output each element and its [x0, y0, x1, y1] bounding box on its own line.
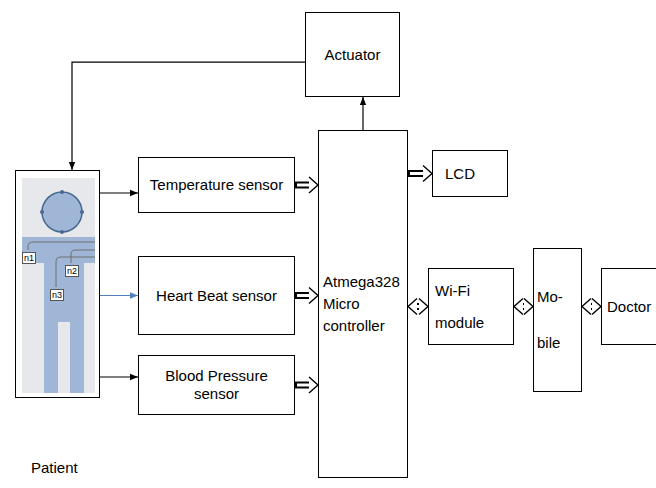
node-text: Atmega328 Micro controller: [323, 271, 405, 336]
microcontroller-box: Atmega328 Micro controller: [318, 130, 408, 478]
open-arrowhead: [309, 288, 318, 304]
callout-number: n3: [50, 289, 64, 301]
open-arrowhead: [582, 299, 591, 315]
open-arrowhead: [524, 299, 533, 315]
double-line-outer: [295, 382, 310, 389]
sensor-box: Temperature sensor: [138, 157, 295, 213]
double-line-inner: [297, 384, 310, 387]
illustration-ground: [22, 178, 95, 393]
doctor-box: Doctor: [601, 268, 656, 345]
arrow-connector: [363, 97, 364, 130]
node-caption: Patient: [31, 459, 78, 476]
double-line-inner: [297, 294, 310, 297]
patient-box: Patient: [15, 170, 100, 398]
double-line-inner: [410, 172, 424, 175]
body-leg: [44, 318, 58, 393]
arrow-connector: [72, 62, 305, 170]
bidirectional-arrow: [514, 299, 533, 315]
double-line-inner: [590, 305, 593, 308]
double-line-inner: [522, 305, 525, 308]
arrow-connector: [100, 193, 138, 194]
electrode-dot: [40, 210, 44, 214]
connector-line: [362, 97, 363, 130]
open-arrowhead: [309, 177, 318, 193]
sensor-box: Heart Beat sensor: [138, 256, 295, 335]
arrow-connector: [100, 295, 138, 296]
node-text: Actuator: [325, 46, 381, 64]
arrow-connector: [295, 377, 318, 393]
actuator-box: Actuator: [305, 12, 400, 97]
open-arrowhead: [408, 299, 417, 315]
double-line-outer: [295, 182, 310, 189]
wifi-module-box: Wi-Fi module: [428, 268, 514, 345]
arrow-connector: [100, 377, 138, 378]
callout-number: n2: [65, 265, 79, 277]
node-text: Temperature sensor: [150, 176, 283, 194]
connector-line: [100, 376, 138, 377]
node-text: Blood Pressure sensor: [154, 367, 279, 403]
arrow-connector: [408, 166, 432, 182]
arrow-connector: [295, 177, 318, 193]
sensor-wire: [56, 257, 95, 287]
body-head: [42, 192, 82, 232]
electrode-dot: [60, 190, 64, 194]
node-text: Heart Beat sensor: [156, 287, 277, 305]
connector-line: [100, 192, 138, 193]
open-arrowhead: [309, 377, 318, 393]
electrode-dot: [60, 230, 64, 234]
electrode-dot: [80, 210, 84, 214]
open-arrowhead: [423, 166, 432, 182]
connector-line: [100, 295, 138, 296]
mobile-box: Mo- bile: [533, 248, 582, 392]
open-arrowhead: [419, 299, 428, 315]
node-text: Wi-Fi module: [435, 275, 507, 338]
display-box: LCD: [432, 150, 508, 197]
double-line-inner: [416, 305, 420, 308]
body-leg: [70, 318, 84, 393]
bidirectional-arrow: [408, 299, 428, 315]
double-line-outer: [408, 170, 424, 177]
open-arrowhead: [592, 299, 601, 315]
callout-number: n1: [22, 252, 36, 264]
double-line-outer: [295, 292, 310, 299]
sensor-wire: [28, 242, 95, 250]
node-text: Doctor: [607, 298, 651, 316]
node-text: LCD: [445, 165, 475, 183]
double-line-inner: [297, 184, 310, 187]
node-text: Mo- bile: [537, 274, 577, 366]
open-arrowhead: [514, 299, 523, 315]
bidirectional-arrow: [582, 299, 601, 315]
arrow-connector: [295, 288, 318, 304]
connector-line: [72, 62, 305, 170]
sensor-box: Blood Pressure sensor: [138, 355, 295, 415]
